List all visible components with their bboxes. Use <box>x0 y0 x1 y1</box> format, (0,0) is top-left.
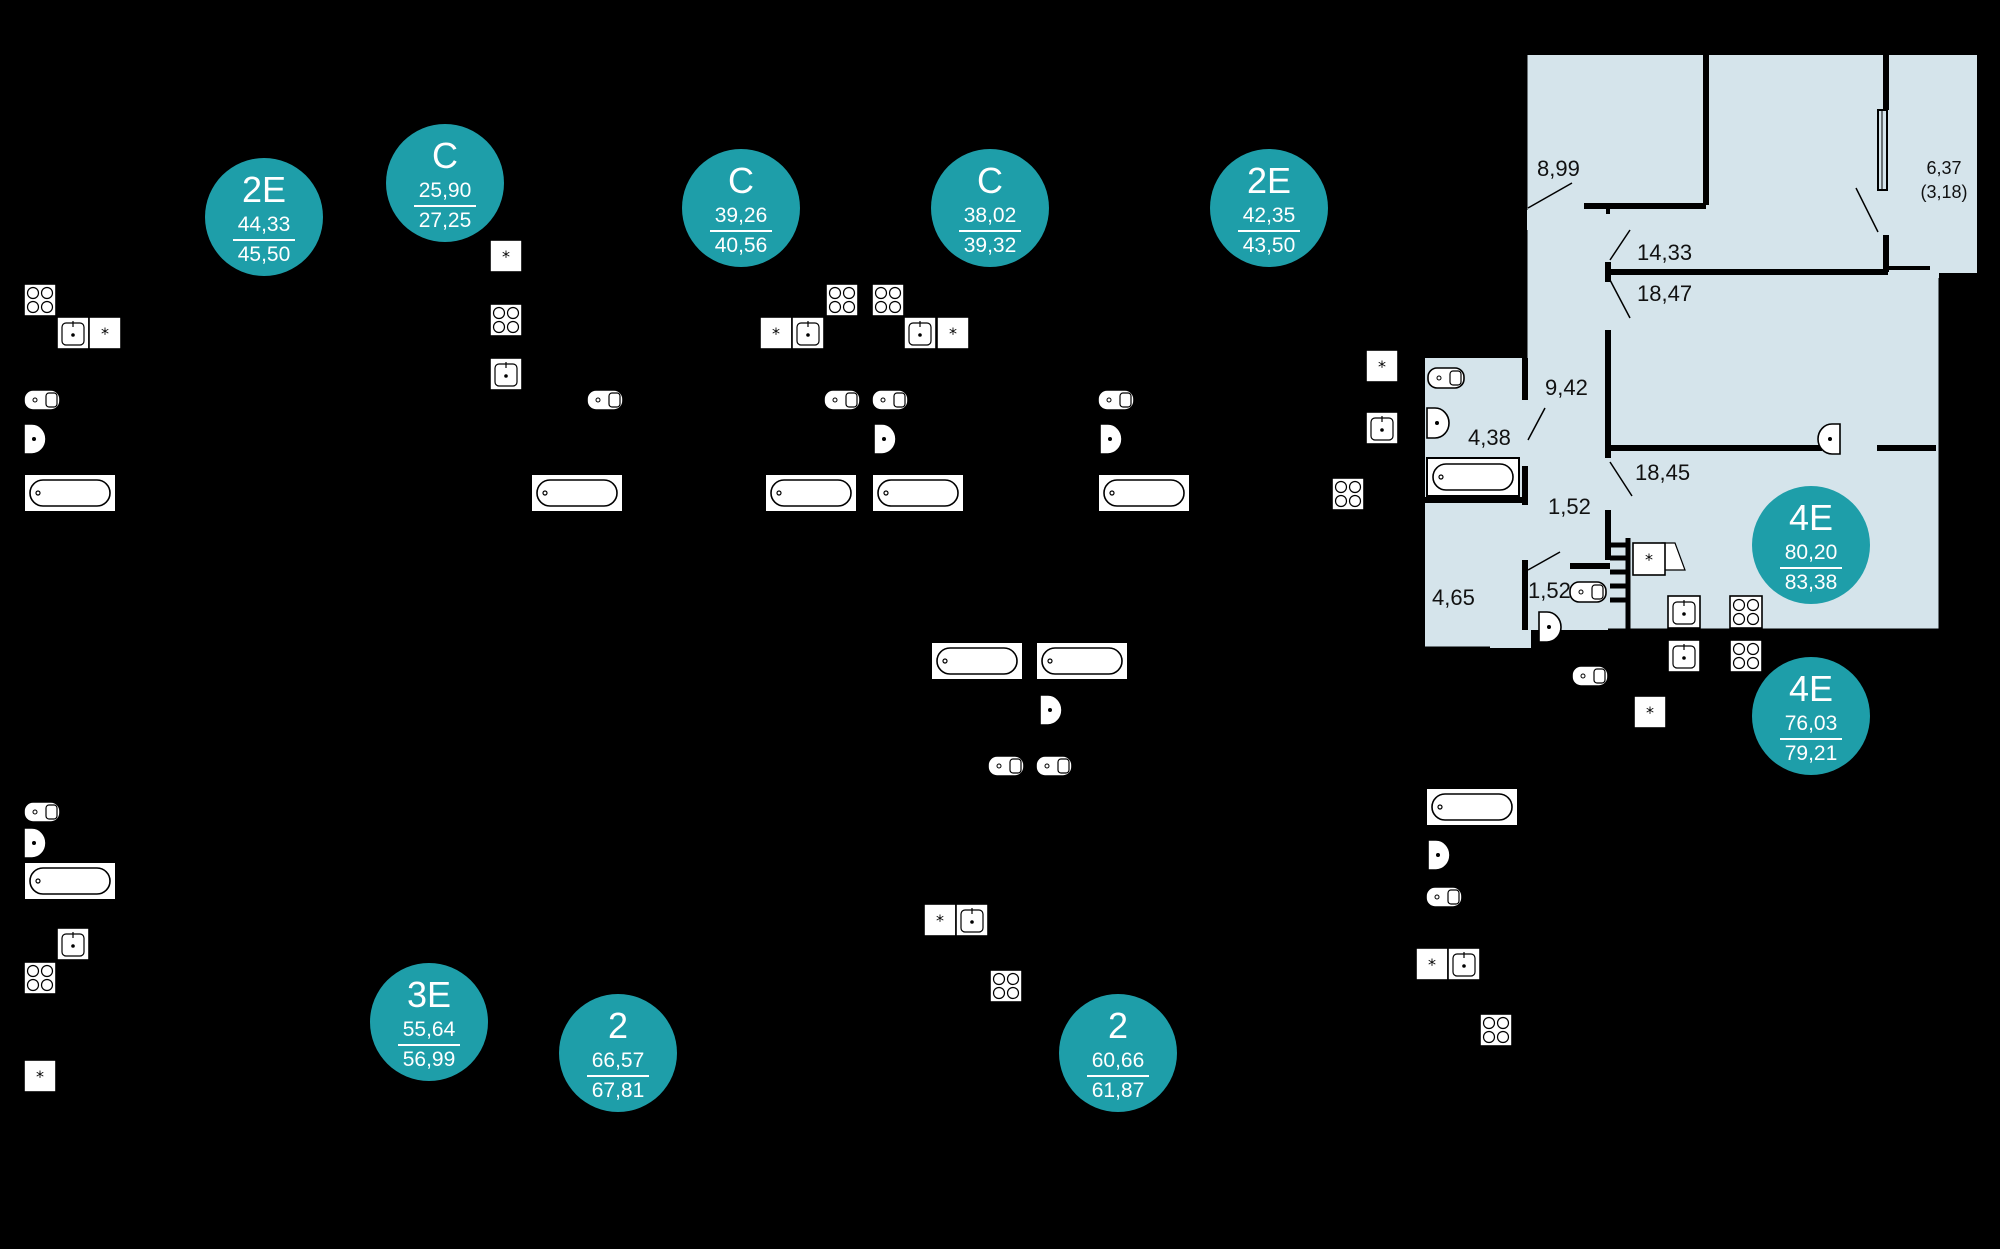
room-area-label: 6,37 <box>1926 158 1962 178</box>
apartment-type: 2 <box>607 1005 629 1046</box>
apartment-area: 38,02 <box>963 204 1017 227</box>
room-area-label: 1,52 <box>1528 578 1571 603</box>
apartment-badge[interactable]: 2 66,57 67,81 <box>559 994 677 1112</box>
fraction-line <box>1780 567 1842 569</box>
fraction-line <box>233 239 295 241</box>
apartment-type: C <box>728 160 754 201</box>
fraction-line <box>414 205 476 207</box>
fraction-line <box>587 1075 649 1077</box>
apartment-badge[interactable]: 2E 44,33 45,50 <box>205 158 323 276</box>
fraction-line <box>1780 738 1842 740</box>
apartment-total-area: 43,50 <box>1242 234 1296 257</box>
apartment-total-area: 67,81 <box>591 1079 645 1102</box>
fraction-line <box>710 230 772 232</box>
fraction-line <box>959 230 1021 232</box>
plan-walls <box>1425 48 1942 650</box>
fraction-line <box>1087 1075 1149 1077</box>
apartment-type: C <box>432 135 458 176</box>
room-area-label: (3,18) <box>1920 182 1968 202</box>
apartment-badge[interactable]: 3E 55,64 56,99 <box>370 963 488 1081</box>
fraction-line <box>398 1044 460 1046</box>
apartment-type: 3E <box>406 974 452 1015</box>
apartment-type: 4E <box>1788 497 1834 538</box>
apartment-total-area: 27,25 <box>418 209 472 232</box>
apartment-badge[interactable]: 4E 80,20 83,38 <box>1752 486 1870 604</box>
apartment-badge[interactable]: C 25,90 27,25 <box>386 124 504 242</box>
apartment-area: 66,57 <box>591 1049 645 1072</box>
apartment-total-area: 79,21 <box>1784 742 1838 765</box>
apartment-badge[interactable]: 4E 76,03 79,21 <box>1752 657 1870 775</box>
apartment-badge[interactable]: 2E 42,35 43,50 <box>1210 149 1328 267</box>
apartment-area: 42,35 <box>1242 204 1296 227</box>
apartment-area: 25,90 <box>418 179 472 202</box>
apartment-area: 60,66 <box>1091 1049 1145 1072</box>
room-area-label: 18,45 <box>1635 460 1691 485</box>
apartment-total-area: 61,87 <box>1091 1079 1145 1102</box>
room-area-label: 8,99 <box>1537 156 1580 181</box>
apartment-total-area: 39,32 <box>963 234 1017 257</box>
apartment-badge[interactable]: C 39,26 40,56 <box>682 149 800 267</box>
apartment-total-area: 40,56 <box>714 234 768 257</box>
room-area-label: 18,47 <box>1637 281 1693 306</box>
room-area-label: 4,38 <box>1468 425 1511 450</box>
apartment-badge[interactable]: C 38,02 39,32 <box>931 149 1049 267</box>
room-area-label: 9,42 <box>1545 375 1588 400</box>
apartment-type: 2 <box>1107 1005 1129 1046</box>
apartment-total-area: 56,99 <box>402 1048 456 1071</box>
apartment-type: 2E <box>1246 160 1292 201</box>
door-swings <box>1527 182 1879 571</box>
stairs <box>1610 538 1631 630</box>
apartment-total-area: 45,50 <box>237 243 291 266</box>
apartment-total-area: 83,38 <box>1784 571 1838 594</box>
apartment-type: 2E <box>241 169 287 210</box>
apartment-type: C <box>977 160 1003 201</box>
room-area-label: 14,33 <box>1637 240 1693 265</box>
apartment-plan-4e <box>1425 55 1977 648</box>
apartment-area: 80,20 <box>1784 541 1838 564</box>
apartment-area: 39,26 <box>714 204 768 227</box>
apartment-area: 76,03 <box>1784 712 1838 735</box>
room-area-label: 1,52 <box>1548 494 1591 519</box>
apartment-area: 55,64 <box>402 1018 456 1041</box>
apartment-area: 44,33 <box>237 213 291 236</box>
room-area-label: 4,65 <box>1432 585 1475 610</box>
apartment-badge[interactable]: 2 60,66 61,87 <box>1059 994 1177 1112</box>
apartment-type: 4E <box>1788 668 1834 709</box>
fraction-line <box>1238 230 1300 232</box>
